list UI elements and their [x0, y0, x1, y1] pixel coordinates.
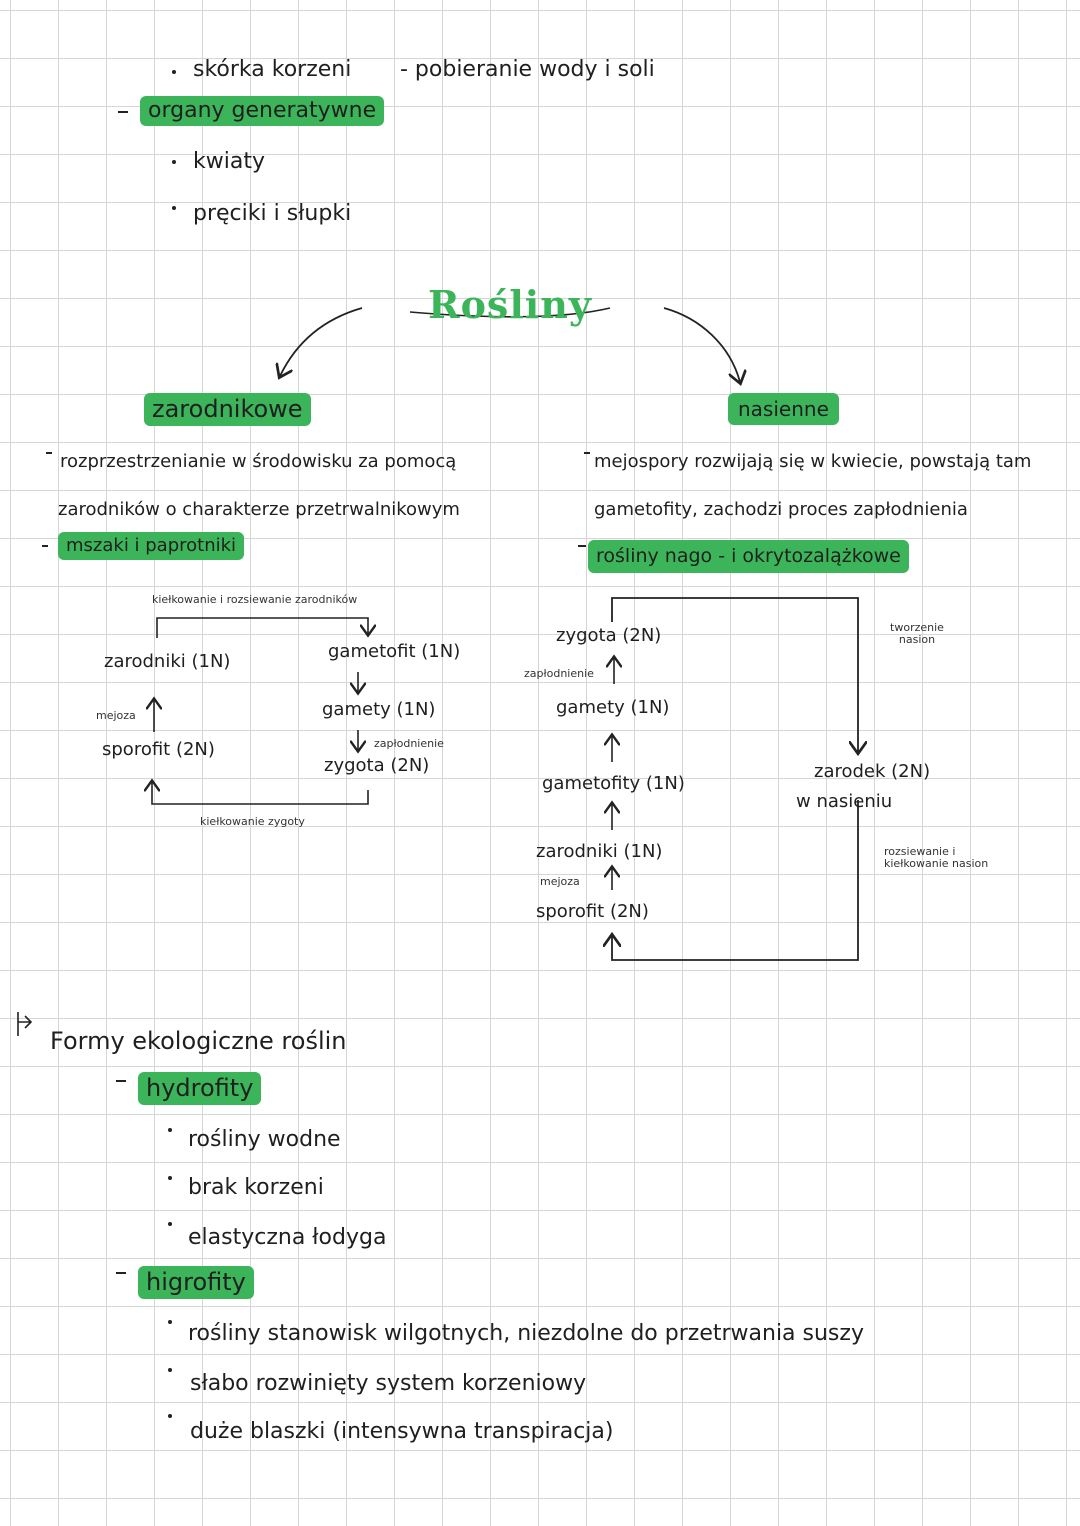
embryo-location: w nasieniu: [796, 791, 893, 812]
cycle-label: kiełkowanie i rozsiewanie zarodników: [152, 593, 358, 606]
hygrophytes-heading: higrofity: [138, 1266, 254, 1299]
fertilization-label: zapłodnienie: [374, 737, 444, 750]
dash: [118, 111, 128, 113]
spores-node: zarodniki (1N): [104, 651, 231, 672]
diagram-title: Rośliny: [428, 282, 592, 327]
zygote-node: zygota (2N): [324, 755, 430, 776]
spore-plants-examples: mszaki i paprotniki: [58, 532, 245, 560]
list-item: rośliny stanowisk wilgotnych, niezdolne …: [188, 1321, 864, 1346]
list-item: pręciki i słupki: [193, 201, 352, 226]
hydrophytes-heading: hydrofity: [138, 1072, 262, 1105]
gametophytes-node: gametofity (1N): [542, 773, 685, 794]
spore-plants-desc: zarodników o charakterze przetrwalnikowy…: [58, 499, 460, 520]
list-item: rośliny wodne: [188, 1127, 341, 1152]
spore-plants-desc: rozprzestrzenianie w środowisku za pomoc…: [60, 451, 457, 472]
root-skin-label: skórka korzeni: [193, 57, 352, 82]
section-number: 4: [0, 1010, 1, 1011]
bullet: [168, 1128, 172, 1132]
zygote-node: zygota (2N): [556, 625, 662, 646]
seed-plants-heading: nasienne: [728, 393, 839, 425]
sporophyte-node: sporofit (2N): [102, 739, 215, 760]
meiosis-label: mejoza: [540, 875, 580, 888]
dash: [584, 452, 590, 454]
bullet: [172, 70, 176, 74]
spores-node: zarodniki (1N): [536, 841, 663, 862]
meiosis-label: mejoza: [96, 709, 136, 722]
dispersal-label: rozsiewanie i kiełkowanie nasion: [884, 845, 989, 871]
sporophyte-node: sporofit (2N): [536, 901, 649, 922]
bullet: [168, 1368, 172, 1372]
section-title: Formy ekologiczne roślin: [50, 1027, 347, 1055]
gametophyte-node: gametofit (1N): [328, 641, 461, 662]
cycle-label: kiełkowanie zygoty: [200, 815, 305, 828]
list-item: brak korzeni: [188, 1175, 324, 1200]
generative-organs-heading: organy generatywne: [140, 96, 385, 127]
seed-plants-desc: mejospory rozwijają się w kwiecie, powst…: [594, 451, 1032, 472]
bullet: [168, 1222, 172, 1226]
bullet: [168, 1320, 172, 1324]
dash: [46, 452, 52, 454]
list-item: słabo rozwinięty system korzeniowy: [190, 1371, 587, 1396]
spore-plants-heading: zarodnikowe: [144, 393, 311, 426]
dash: [578, 545, 586, 547]
list-item: duże blaszki (intensywna transpiracja): [190, 1419, 614, 1444]
seed-formation-label: tworzenie nasion: [890, 621, 944, 647]
embryo-node: zarodek (2N): [814, 761, 931, 782]
list-item: elastyczna łodyga: [188, 1225, 387, 1250]
bullet: [172, 206, 176, 210]
bullet: [172, 160, 176, 164]
list-item: kwiaty: [193, 149, 265, 174]
bullet: [168, 1176, 172, 1180]
dash: [116, 1272, 126, 1274]
bullet: [168, 1414, 172, 1418]
root-skin-function: - pobieranie wody i soli: [400, 57, 655, 82]
dash: [42, 545, 48, 547]
gametes-node: gamety (1N): [322, 699, 436, 720]
fertilization-label: zapłodnienie: [524, 667, 594, 680]
gametes-node: gamety (1N): [556, 697, 670, 718]
seed-plants-examples: rośliny nago - i okrytozalążkowe: [588, 540, 909, 573]
seed-plants-desc: gametofity, zachodzi proces zapłodnienia: [594, 499, 968, 520]
dash: [116, 1080, 126, 1082]
